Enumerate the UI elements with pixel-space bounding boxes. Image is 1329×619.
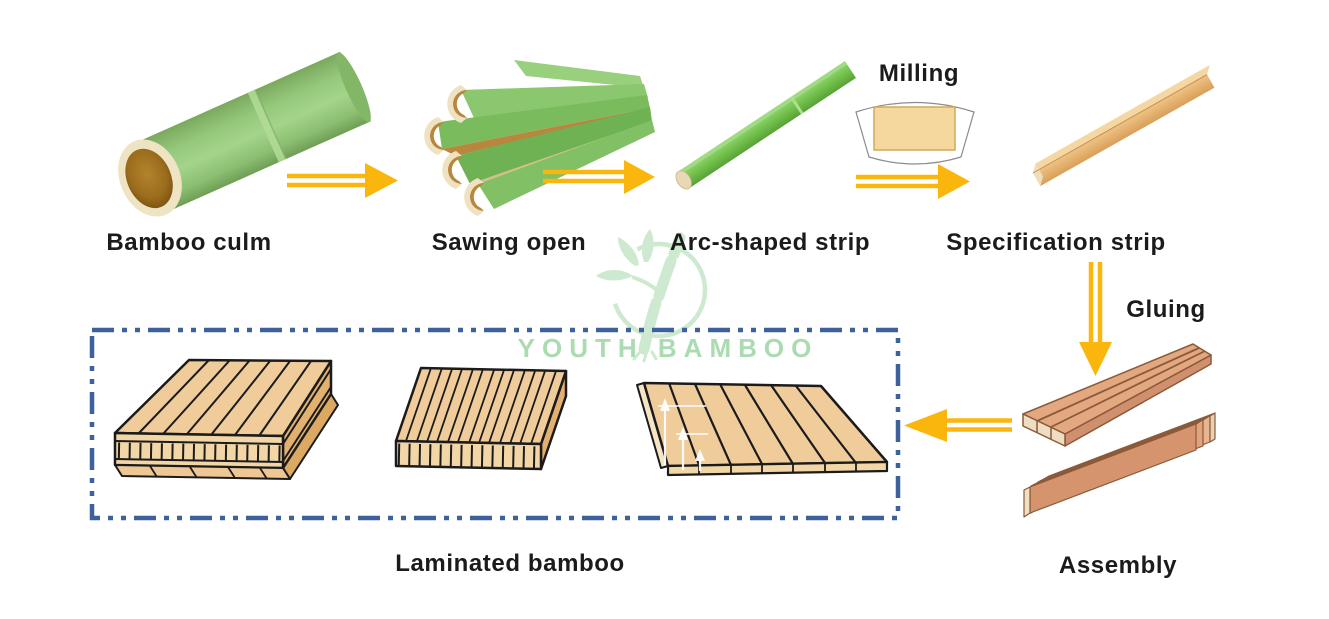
milling-cross-section-icon — [855, 101, 975, 165]
label-bamboo-culm: Bamboo culm — [106, 229, 272, 256]
watermark-brand-text: YOUTH BAMBOO — [517, 333, 819, 363]
laminated-panel-2 — [394, 366, 568, 471]
laminated-panel-3 — [636, 381, 889, 477]
glued-beam-illustration — [1023, 412, 1216, 518]
label-assembly: Assembly — [1058, 552, 1178, 579]
sawing-open-illustration — [424, 60, 655, 216]
bamboo-culm-illustration — [118, 51, 372, 217]
label-arc-shaped-strip: Arc-shaped strip — [669, 229, 871, 256]
gluing-down-arrow-icon — [1079, 262, 1112, 376]
thickness-measure-arrows — [658, 398, 708, 471]
arrow-right-icon-1 — [287, 163, 398, 198]
arrow-left-icon — [904, 409, 1012, 442]
label-laminated-bamboo: Laminated bamboo — [395, 550, 625, 577]
bamboo-cut-ends — [424, 85, 484, 216]
laminated-group-dashed-box — [89, 327, 901, 521]
label-sawing-open: Sawing open — [431, 229, 587, 256]
laminated-panel-1 — [113, 358, 339, 480]
glued-plank-illustration — [1022, 343, 1212, 447]
label-gluing: Gluing — [1126, 296, 1206, 323]
arrow-right-icon-3 — [856, 164, 970, 199]
specification-strip-illustration — [1032, 64, 1215, 187]
arrow-right-icon-2 — [543, 160, 655, 194]
label-specification-strip: Specification strip — [946, 229, 1166, 256]
watermark-bamboo-logo — [596, 229, 708, 363]
label-milling: Milling — [878, 60, 960, 87]
arc-strip-illustration — [675, 61, 856, 190]
